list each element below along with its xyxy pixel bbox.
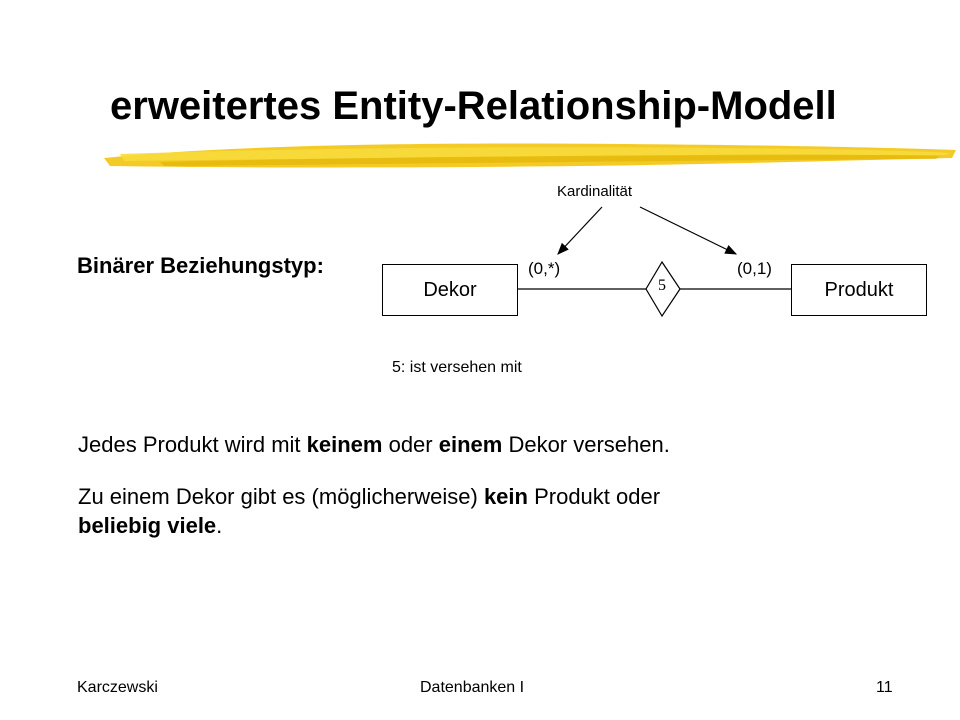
slide-title: erweitertes Entity-Relationship-Modell bbox=[110, 84, 837, 128]
p1-bold-1: keinem bbox=[306, 432, 383, 457]
section-label: Binärer Beziehungstyp: bbox=[77, 253, 324, 278]
p2-bold-2: beliebig viele bbox=[78, 513, 217, 538]
entity-produkt: Produkt bbox=[791, 264, 927, 316]
arrow-to-right-cardinality bbox=[639, 206, 738, 255]
p1-bold-2: einem bbox=[438, 432, 503, 457]
arrow-to-left-cardinality bbox=[557, 206, 603, 255]
paragraph-1: Jedes Produkt wird mit keinem oder einem… bbox=[78, 430, 670, 459]
paragraph-2: Zu einem Dekor gibt es (möglicherweise) … bbox=[78, 482, 660, 540]
footer-page-number: 11 bbox=[876, 679, 893, 696]
p1-text-2: oder bbox=[382, 432, 439, 457]
p2-text-1: Zu einem Dekor gibt es (möglicherweise) bbox=[78, 484, 484, 509]
relationship-legend: 5: ist versehen mit bbox=[392, 359, 522, 376]
relationship-diamond bbox=[645, 260, 681, 318]
entity-dekor: Dekor bbox=[382, 264, 518, 316]
cardinality-annotation: Kardinalität bbox=[557, 183, 633, 200]
cardinality-left: (0,*) bbox=[528, 259, 561, 278]
p2-text-3: . bbox=[216, 513, 223, 538]
title-underline-brushstroke bbox=[104, 143, 956, 168]
p2-text-2: Produkt oder bbox=[527, 484, 661, 509]
p2-bold-1: kein bbox=[483, 484, 528, 509]
footer-author: Karczewski bbox=[77, 679, 158, 696]
footer-course: Datenbanken I bbox=[420, 679, 525, 696]
p1-text-1: Jedes Produkt wird mit bbox=[78, 432, 307, 457]
cardinality-right: (0,1) bbox=[737, 259, 772, 278]
p1-text-3: Dekor versehen. bbox=[502, 432, 670, 457]
relationship-number: 5 bbox=[658, 277, 666, 294]
